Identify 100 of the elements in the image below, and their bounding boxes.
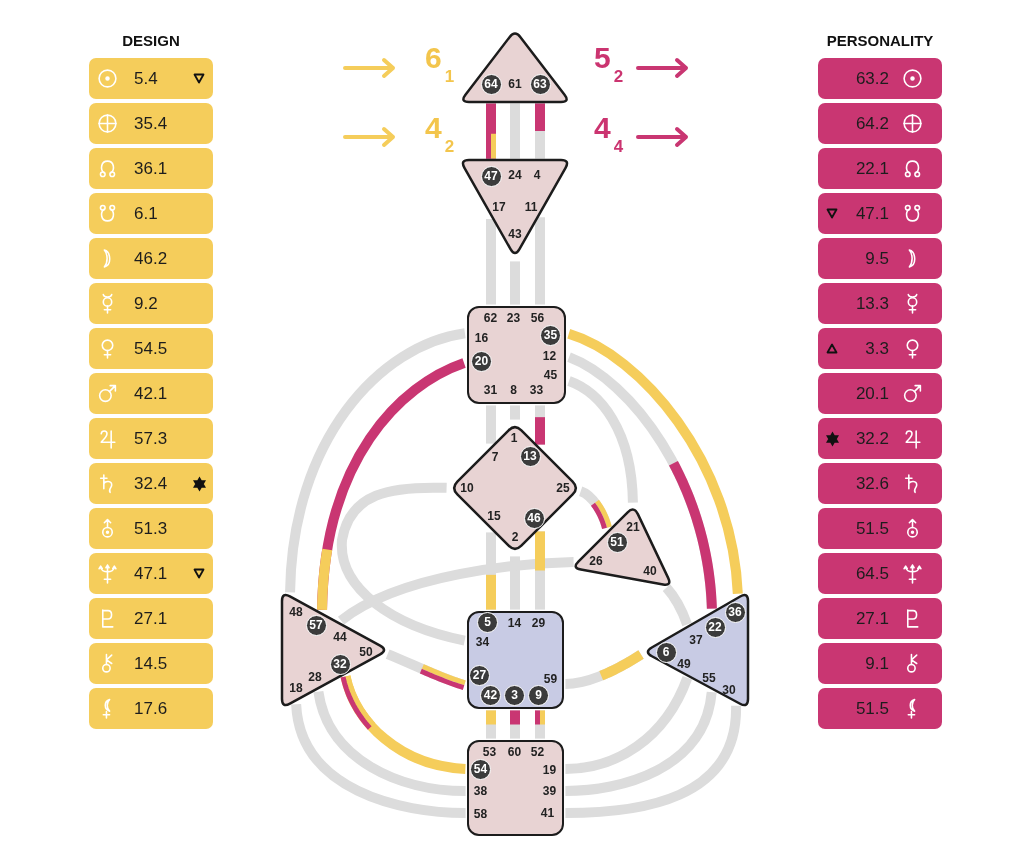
activation-row xyxy=(89,328,213,369)
gate-number: 43 xyxy=(508,227,522,241)
activation-row xyxy=(89,238,213,279)
activated-gate: 54 xyxy=(470,759,491,780)
activation-row xyxy=(818,283,942,324)
activation-value: 14.5 xyxy=(134,653,168,674)
channel-line xyxy=(486,405,496,444)
gate-number: 50 xyxy=(359,645,373,659)
activation-value: 9.5 xyxy=(865,248,889,269)
gate-number: 21 xyxy=(626,520,640,534)
activated-gate: 42 xyxy=(480,685,501,706)
channel-line xyxy=(486,219,496,305)
channel-line xyxy=(291,703,466,818)
activation-row xyxy=(89,193,213,234)
gate-number: 11 xyxy=(524,200,538,214)
activation-value: 42.1 xyxy=(134,383,168,404)
channel-line xyxy=(510,261,520,305)
activation-row xyxy=(818,103,942,144)
channel-line xyxy=(565,691,717,796)
gate-number: 56 xyxy=(530,311,545,324)
activation-row xyxy=(89,508,213,549)
activated-gate: 5 xyxy=(477,612,498,633)
gate-number: 30 xyxy=(722,683,736,697)
gate-number: 53 xyxy=(482,745,497,758)
gate-number: 48 xyxy=(289,605,303,619)
gate-number: 26 xyxy=(589,554,603,568)
activation-value: 57.3 xyxy=(134,428,168,449)
activated-gate: 35 xyxy=(540,325,561,346)
activation-row xyxy=(89,148,213,189)
gate-number: 44 xyxy=(333,630,347,644)
activation-value: 64.2 xyxy=(855,113,889,134)
variable-number: 4$_{4}$ xyxy=(594,113,624,155)
activation-value: 47.1 xyxy=(134,563,168,584)
channel-line xyxy=(338,557,574,625)
gate-number: 12 xyxy=(542,349,557,362)
gate-number: 41 xyxy=(540,806,555,819)
activation-row xyxy=(818,463,942,504)
activation-value: 32.2 xyxy=(855,428,889,449)
activation-value: 20.1 xyxy=(855,383,889,404)
activation-row xyxy=(818,418,942,459)
gate-number: 37 xyxy=(689,633,703,647)
gate-number: 52 xyxy=(530,745,545,758)
channel-line xyxy=(565,675,692,774)
gate-number: 15 xyxy=(487,509,501,523)
activation-row xyxy=(89,373,213,414)
gate-number: 45 xyxy=(543,368,558,381)
activation-row xyxy=(818,598,942,639)
channel-line xyxy=(510,556,520,610)
activation-value: 64.5 xyxy=(855,563,889,584)
gate-number: 62 xyxy=(483,311,498,324)
channel-line xyxy=(486,103,496,159)
activation-value: 36.1 xyxy=(134,158,168,179)
activation-row xyxy=(89,418,213,459)
activation-value: 32.6 xyxy=(855,473,889,494)
gate-number: 1 xyxy=(510,431,518,445)
activation-row xyxy=(818,148,942,189)
activation-value: 35.4 xyxy=(134,113,168,134)
channel-line xyxy=(510,103,520,159)
gate-number: 16 xyxy=(474,331,489,344)
activation-value: 46.2 xyxy=(134,248,168,269)
activation-value: 51.5 xyxy=(855,698,889,719)
gate-number: 25 xyxy=(556,481,570,495)
activation-value: 6.1 xyxy=(134,203,158,224)
activation-row xyxy=(818,328,942,369)
activation-value: 5.4 xyxy=(134,68,158,89)
channel-line xyxy=(340,675,466,774)
gate-number: 31 xyxy=(483,383,498,396)
activated-gate: 9 xyxy=(528,685,549,706)
activation-value: 27.1 xyxy=(855,608,889,629)
activated-gate: 20 xyxy=(471,351,492,372)
variable-number: 4$_{2}$ xyxy=(425,113,455,155)
activation-value: 47.1 xyxy=(855,203,889,224)
gate-number: 33 xyxy=(529,383,544,396)
gate-number: 17 xyxy=(492,200,506,214)
activation-value: 9.2 xyxy=(134,293,158,314)
channel-line xyxy=(567,376,638,503)
gate-number: 59 xyxy=(543,672,558,685)
channel-line xyxy=(578,486,612,530)
square-center xyxy=(467,306,566,404)
gate-number: 24 xyxy=(508,168,522,182)
activation-value: 3.3 xyxy=(865,338,889,359)
gate-number: 49 xyxy=(677,657,691,671)
square-center xyxy=(467,740,564,836)
gate-number: 40 xyxy=(643,564,657,578)
gate-number: 29 xyxy=(531,616,546,629)
activation-value: 27.1 xyxy=(134,608,168,629)
gate-number: 58 xyxy=(473,807,488,820)
gate-number: 55 xyxy=(702,671,716,685)
activation-row xyxy=(89,58,213,99)
variable-number: 6$_{1}$ xyxy=(425,43,455,85)
activation-row xyxy=(818,553,942,594)
channel-line xyxy=(535,217,545,305)
activation-value: 51.5 xyxy=(855,518,889,539)
activation-row xyxy=(89,103,213,144)
activation-row xyxy=(89,688,213,729)
activation-row xyxy=(89,598,213,639)
gate-number: 14 xyxy=(507,616,522,629)
activation-row xyxy=(818,373,942,414)
gate-number: 18 xyxy=(289,681,303,695)
gate-number: 34 xyxy=(475,635,490,648)
